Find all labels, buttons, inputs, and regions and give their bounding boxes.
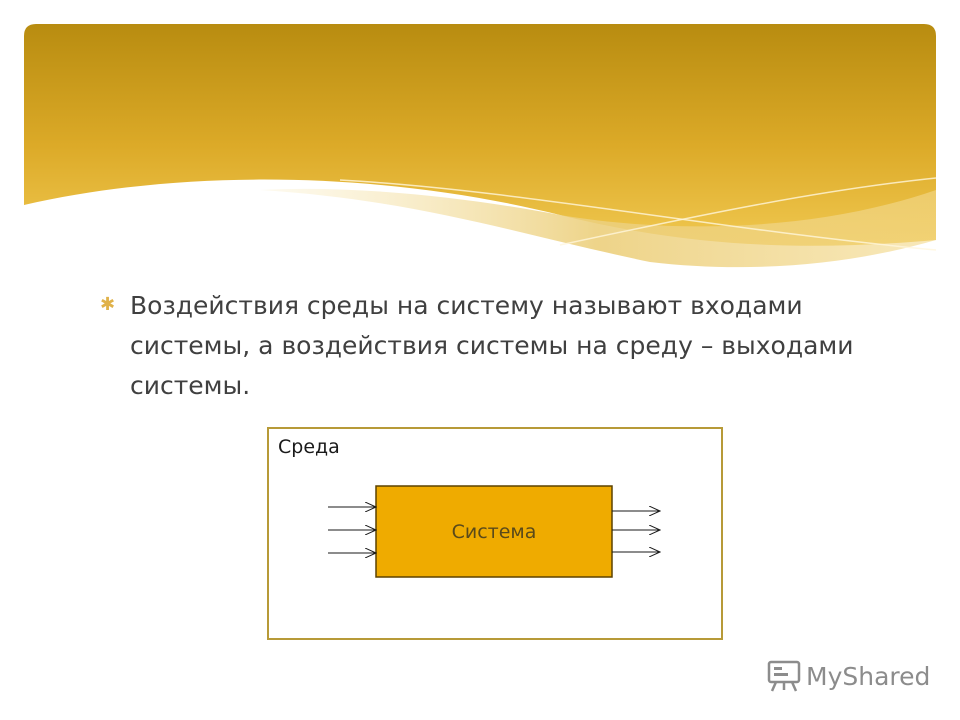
watermark-text: MyShared bbox=[806, 661, 931, 691]
watermark: MyShared bbox=[766, 656, 930, 696]
bullet-item: ✱ Воздействия среды на систему называют … bbox=[100, 286, 880, 406]
system-box bbox=[375, 485, 613, 578]
system-label: Система bbox=[451, 520, 537, 543]
environment-label: Среда bbox=[278, 436, 340, 458]
header-wave-banner bbox=[24, 24, 937, 268]
asterisk-bullet-icon: ✱ bbox=[100, 294, 116, 315]
presentation-board-icon bbox=[767, 660, 801, 692]
bullet-text: Воздействия среды на систему называют вх… bbox=[130, 291, 854, 400]
